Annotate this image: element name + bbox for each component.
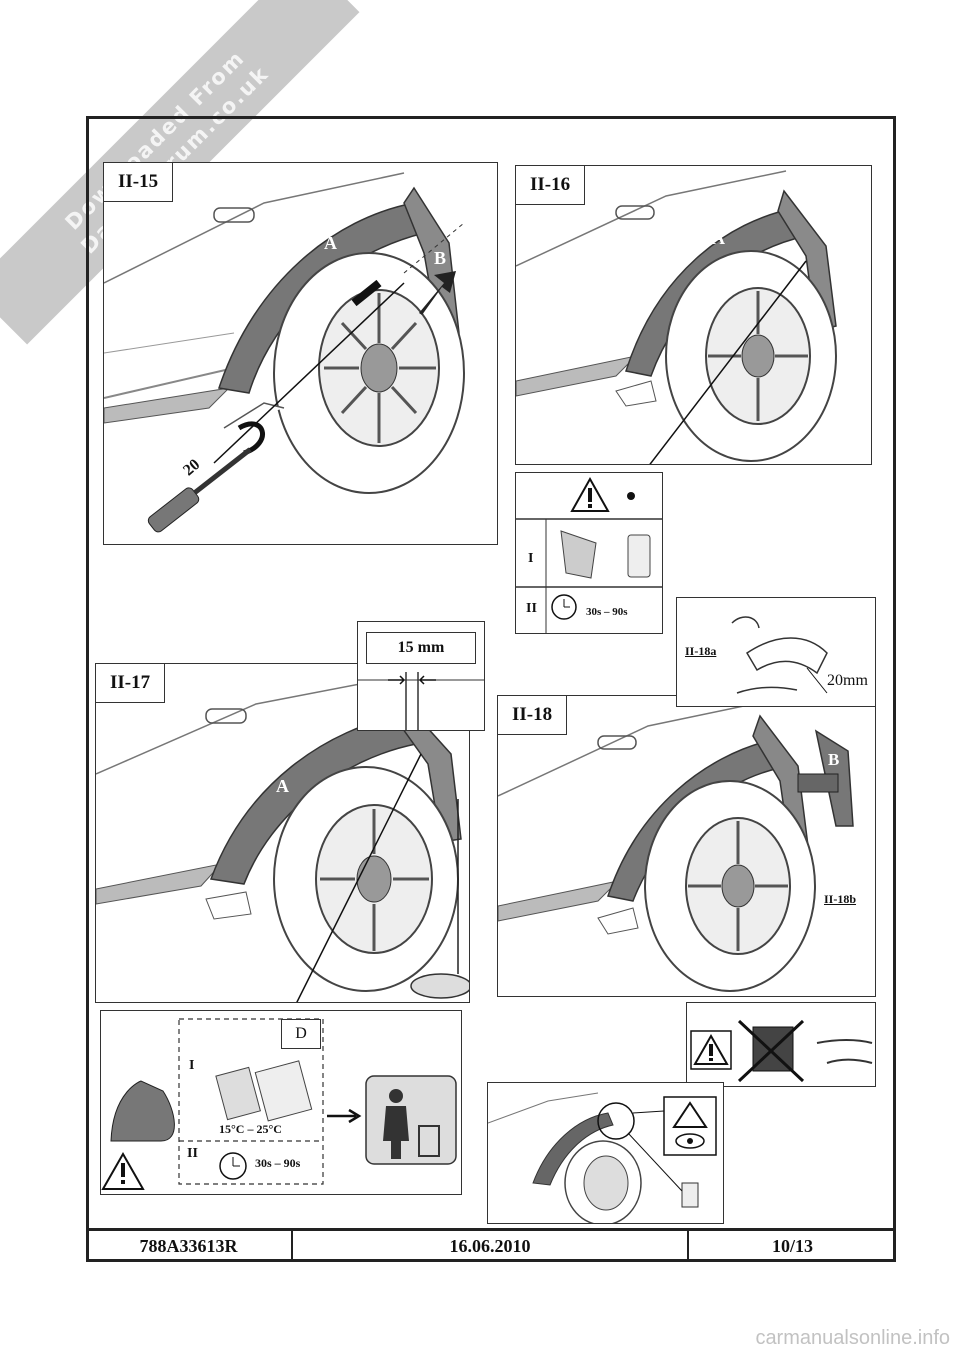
- overview-illustration: [488, 1092, 717, 1223]
- step-1-label: I: [528, 551, 534, 566]
- footer-page-number: 10/13: [771, 1236, 813, 1256]
- marker-b: B: [828, 750, 840, 769]
- illustration-ii-18: [498, 700, 854, 992]
- prep-illustration-16: [516, 476, 662, 633]
- panel-ii-17: II-17 A: [95, 663, 470, 1003]
- step-2-label: II: [187, 1146, 198, 1161]
- illustration-ii-15: [104, 172, 465, 533]
- site-watermark: carmanualsonline.info: [755, 1327, 950, 1349]
- warning-box-18: [686, 1002, 876, 1087]
- measure-label-20mm: 20mm: [827, 672, 868, 689]
- inset-ii-18a: II-18a 20mm: [676, 597, 876, 707]
- footer-bar: 788A33613R 16.06.2010 10/13: [86, 1228, 896, 1262]
- sub-label-a: II-18a: [685, 644, 717, 658]
- marker-a: A: [712, 228, 725, 248]
- prep-box-16: I II 30s – 90s: [515, 472, 663, 634]
- panel-label: II-18: [498, 696, 568, 735]
- step-2-label: II: [526, 601, 537, 616]
- panel-label: II-16: [516, 166, 586, 205]
- illustration-ii-16: [516, 170, 837, 464]
- measure-label: 15 mm: [366, 632, 476, 664]
- marker-d: D: [281, 1019, 321, 1049]
- panel-label: II-17: [96, 664, 166, 703]
- measure-illustration: [358, 672, 484, 730]
- panel-ii-16: II-16 A: [515, 165, 872, 465]
- illustration-ii-17: [96, 678, 469, 1002]
- footer-date: 16.06.2010: [293, 1231, 689, 1262]
- panel-label: II-15: [104, 163, 174, 202]
- marker-a: A: [324, 233, 337, 253]
- prep-illustration-17: [101, 1018, 457, 1190]
- footer-reference: 788A33613R: [86, 1231, 293, 1262]
- warning-illustration: [690, 1019, 873, 1083]
- measure-detail-15mm: 15 mm: [357, 621, 485, 731]
- page-frame: [86, 116, 896, 1262]
- marker-a: A: [276, 776, 289, 796]
- temperature-label: 15°C – 25°C: [219, 1122, 282, 1136]
- marker-b: B: [434, 248, 447, 268]
- time-label: 30s – 90s: [255, 1156, 301, 1170]
- step-1-label: I: [189, 1058, 195, 1073]
- time-label: 30s – 90s: [586, 606, 628, 618]
- inset-illustration-18a: [731, 616, 828, 694]
- prep-box-17: D I 15°C – 25°C II 30s – 90s: [100, 1010, 462, 1195]
- marker-a: A: [656, 780, 669, 799]
- panel-ii-18: II-18 A B II-18b: [497, 695, 876, 997]
- panel-ii-15: II-15 A B 20: [103, 162, 498, 545]
- overview-inset: [487, 1082, 724, 1224]
- sub-label-b: II-18b: [824, 892, 857, 906]
- marker-d-label: D: [295, 1025, 307, 1042]
